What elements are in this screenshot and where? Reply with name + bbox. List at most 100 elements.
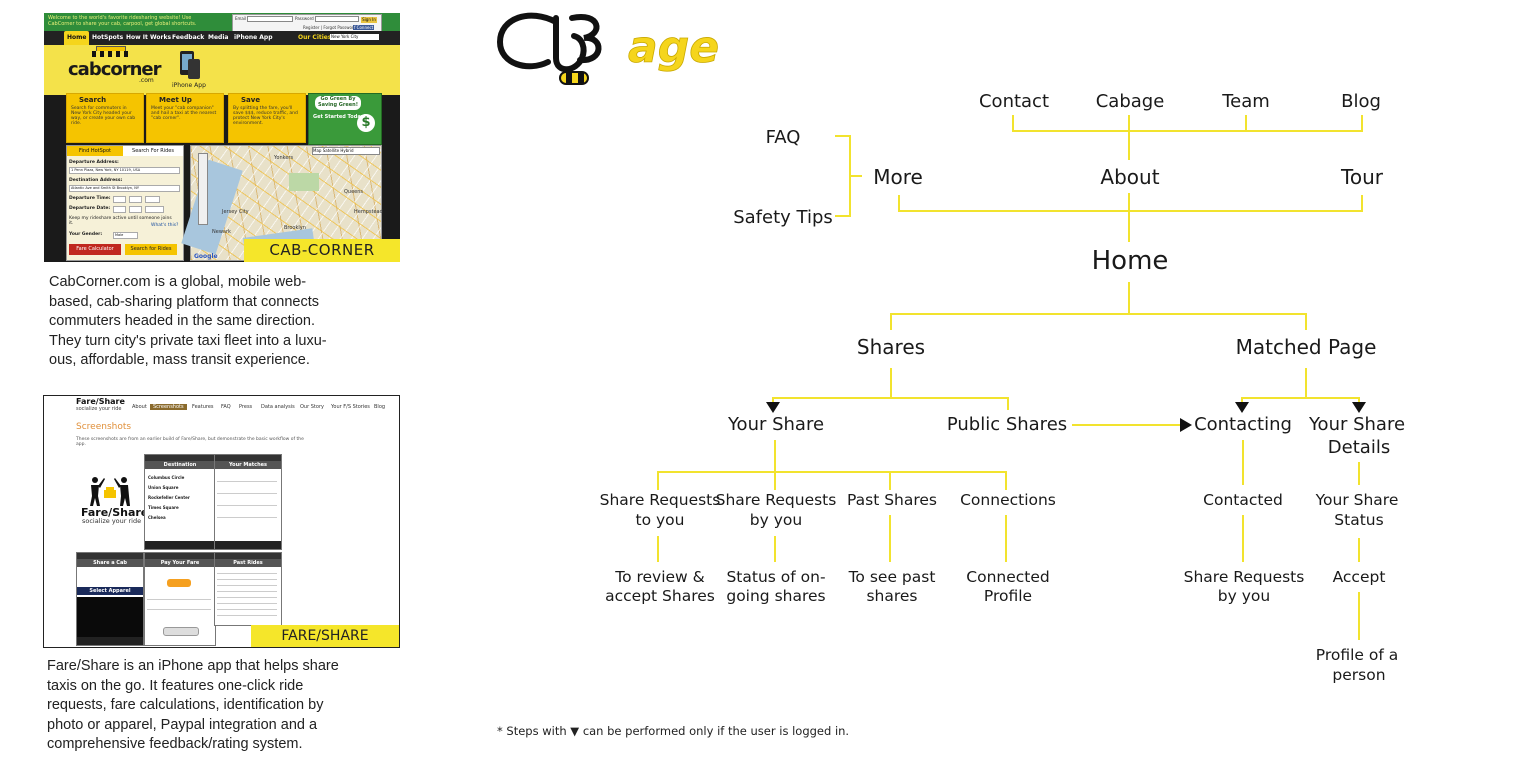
nav-how-it-works[interactable]: How It Works (126, 34, 172, 41)
fs-nav-blog[interactable]: Blog (374, 404, 386, 410)
node-team[interactable]: Team (1221, 91, 1270, 112)
footnote-suffix: can be performed only if the user is log… (582, 724, 850, 738)
node-your-share-details[interactable]: Your Share (1308, 414, 1405, 435)
search-rides-button[interactable]: Search for Rides (125, 244, 177, 255)
save-box-title: Save (241, 96, 261, 104)
node-matched-page[interactable]: Matched Page (1236, 335, 1377, 359)
hour-select[interactable] (113, 196, 126, 203)
node-safety-tips[interactable]: Safety Tips (733, 207, 833, 228)
go-green-box[interactable]: Go Green By Saving Green! Get Started To… (308, 93, 382, 145)
screen-row[interactable]: Chelsea (148, 515, 166, 520)
signin-button[interactable]: Sign In (361, 17, 377, 23)
node-accept[interactable]: Accept (1333, 568, 1386, 586)
fareshare-heading: Screenshots (76, 422, 132, 432)
desc-line: requests, fare calculations, identificat… (47, 697, 324, 713)
map-city-label: Queens (344, 189, 364, 195)
ampm-select[interactable] (145, 196, 160, 203)
nav-feedback[interactable]: Feedback (172, 34, 205, 41)
node-status-ongoing[interactable]: Status of on- (726, 568, 825, 586)
tab-search-rides[interactable]: Search For Rides (123, 146, 183, 156)
keep-active-checkbox[interactable]: Keep my rideshare active until someone j… (69, 216, 172, 226)
desc-line: ous, affordable, mass transit experience… (49, 352, 310, 368)
node-contacted[interactable]: Contacted (1203, 491, 1283, 509)
day-select[interactable] (129, 206, 142, 213)
phone-screen-pay-fare: Pay Your Fare (144, 552, 216, 646)
node-connected-profile[interactable]: Connected (966, 568, 1049, 586)
edge (657, 471, 1007, 490)
apparel-picker[interactable] (77, 597, 143, 637)
node-your-share-status[interactable]: Your Share (1315, 491, 1399, 509)
map-zoom-control[interactable] (198, 153, 208, 225)
node-public-shares[interactable]: Public Shares (947, 414, 1067, 435)
node-about[interactable]: About (1100, 165, 1159, 189)
node-tour[interactable]: Tour (1340, 165, 1384, 189)
node-to-review[interactable]: To review & (614, 568, 705, 586)
fs-nav-our-story[interactable]: Our Story (300, 404, 324, 410)
screen-row[interactable]: Union Square (148, 485, 179, 490)
year-select[interactable] (145, 206, 164, 213)
fs-nav-press[interactable]: Press (239, 404, 253, 410)
node-home[interactable]: Home (1092, 246, 1169, 276)
node-share-requests-by-you[interactable]: Share Requests (716, 491, 837, 509)
fs-nav-faq[interactable]: FAQ (221, 404, 231, 410)
node-share-requests-by-you-2[interactable]: Share Requests (1184, 568, 1305, 586)
node-cabage[interactable]: Cabage (1096, 91, 1165, 112)
tab-find-hotspot[interactable]: Find HotSpot (67, 146, 123, 156)
fs-nav-data-analysis[interactable]: Data analysis (261, 404, 295, 410)
register-link[interactable]: Register | Forgot Password? (303, 25, 359, 30)
fareshare-description: Fare/Share is an iPhone app that helps s… (47, 657, 339, 755)
get-started-link[interactable]: Get Started Today! (313, 114, 367, 120)
whats-this-link[interactable]: What's this? (151, 223, 179, 228)
search-box: Search Search for commuters in New York … (66, 93, 144, 143)
map-type-tabs[interactable]: Map Satellite Hybrid (312, 147, 380, 155)
month-select[interactable] (113, 206, 126, 213)
people-hailing-taxi-icon (90, 477, 130, 506)
fs-nav-stories[interactable]: Your F/S Stories (331, 404, 370, 410)
node-your-share[interactable]: Your Share (727, 414, 824, 435)
node-connected-profile-line2: Profile (984, 587, 1032, 605)
gender-select[interactable]: Male (113, 232, 138, 239)
fs-nav-features[interactable]: Features (192, 404, 214, 410)
dollar-icon: $ (357, 114, 375, 132)
cabcorner-logo: cabcorner (68, 59, 162, 80)
node-contacting[interactable]: Contacting (1194, 414, 1292, 435)
nav-home[interactable]: Home (64, 31, 90, 45)
desc-line: Fare/Share is an iPhone app that helps s… (47, 658, 339, 674)
node-your-share-status-line2: Status (1334, 511, 1383, 529)
departure-address-field[interactable]: 1 Penn Plaza, New York, NY 10119, USA (69, 167, 180, 174)
city-select[interactable]: New York City (330, 34, 379, 40)
node-more[interactable]: More (873, 165, 923, 189)
nav-iphone-app[interactable]: iPhone App (234, 34, 273, 41)
fareshare-big-logo: Fare/Share (81, 506, 149, 519)
destination-address-field[interactable]: Atlantic Ave and Smith St Brooklyn, NY (69, 185, 180, 192)
password-field[interactable] (315, 16, 359, 22)
nav-media[interactable]: Media (208, 34, 229, 41)
desc-line: comprehensive feedback/rating system. (47, 736, 303, 752)
node-blog[interactable]: Blog (1341, 91, 1381, 112)
node-contact[interactable]: Contact (979, 91, 1049, 112)
node-profile-of-person[interactable]: Profile of a (1316, 646, 1399, 664)
node-faq[interactable]: FAQ (766, 127, 801, 148)
fare-calculator-button[interactable]: Fare Calculator (69, 244, 121, 255)
screen-row[interactable]: Times Square (148, 505, 179, 510)
iphone-app-label: iPhone App (172, 82, 206, 89)
email-field[interactable] (247, 16, 293, 22)
screen-title: Share a Cab (77, 559, 143, 567)
email-label: Email (235, 16, 247, 21)
screen-row[interactable]: Columbus Circle (148, 475, 185, 480)
edge (1241, 397, 1360, 410)
node-profile-of-person-line2: person (1332, 666, 1385, 684)
nav-hotspots[interactable]: HotSpots (92, 34, 124, 41)
minute-select[interactable] (129, 196, 142, 203)
fs-nav-about[interactable]: About (132, 404, 147, 410)
facebook-connect-button[interactable]: f Connect (353, 25, 375, 30)
node-shares[interactable]: Shares (857, 335, 925, 359)
fs-nav-screenshots[interactable]: Screenshots (150, 404, 187, 410)
node-past-shares[interactable]: Past Shares (847, 491, 937, 509)
screen-row[interactable]: Rockefeller Center (148, 495, 190, 500)
node-share-requests-to-you[interactable]: Share Requests (600, 491, 721, 509)
meetup-box: Meet Up Meet your "cab companion" and ha… (146, 93, 224, 143)
pay-button[interactable] (163, 627, 199, 636)
node-connections[interactable]: Connections (960, 491, 1056, 509)
node-to-see-past[interactable]: To see past (848, 568, 936, 586)
